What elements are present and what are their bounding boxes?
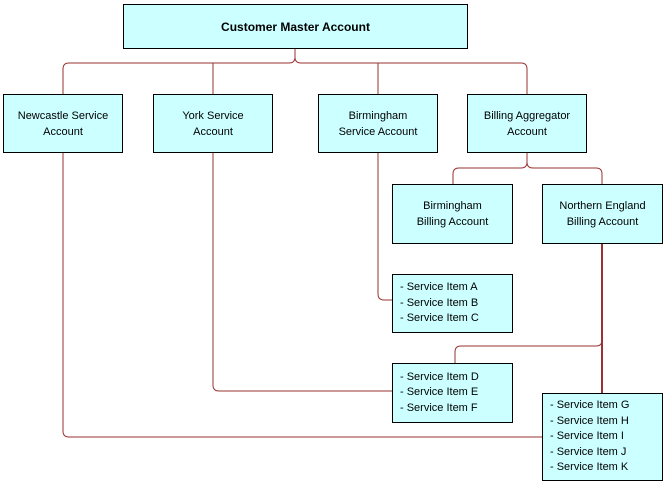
connector-northern-england-to-items-def [454, 339, 603, 363]
service-item: - Service Item A [400, 281, 478, 294]
service-item: - Service Item E [400, 386, 479, 399]
node-label-line: Birmingham [348, 109, 408, 122]
service-item: - Service Item F [400, 401, 478, 414]
service-item: - Service Item D [400, 370, 479, 383]
node-birmingham-service-account: Birmingham Service Account [318, 94, 438, 153]
service-item: - Service Item K [550, 461, 629, 474]
connector-aggregator-to-northern-england-billing [526, 153, 603, 184]
service-item: - Service Item I [550, 430, 624, 443]
service-item: - Service Item J [550, 445, 627, 458]
connector-york-to-items-def [212, 153, 392, 392]
node-label-line: Service Account [338, 125, 418, 138]
node-customer-master-account: Customer Master Account [123, 4, 468, 49]
node-label-line: Billing Account [566, 216, 639, 228]
node-label-line: Account [507, 125, 547, 138]
node-label-line: Birmingham [423, 200, 482, 212]
node-label: Customer Master Account [221, 19, 370, 34]
node-newcastle-service-account: Newcastle Service Account [3, 94, 123, 153]
connector-aggregator-to-birmingham-billing [452, 153, 528, 184]
node-service-items-abc: - Service Item A - Service Item B - Serv… [392, 274, 513, 333]
connector-master-to-billing-aggregator [294, 49, 528, 94]
node-label-line: Account [43, 125, 83, 138]
connector-master-to-newcastle [62, 49, 296, 94]
connector-newcastle-to-items-ghijk [62, 153, 542, 438]
node-label-line: Newcastle Service [17, 109, 109, 122]
service-item: - Service Item G [550, 399, 630, 412]
node-billing-aggregator-account: Billing Aggregator Account [467, 94, 587, 153]
node-label-line: York Service [182, 109, 244, 122]
node-label-line: Billing Account [416, 216, 489, 228]
connector-birmingham-service-to-items-abc [377, 153, 392, 301]
node-label-line: Account [193, 125, 233, 138]
node-label-line: Northern England [559, 200, 646, 212]
service-item: - Service Item C [400, 312, 479, 325]
node-birmingham-billing-account: Birmingham Billing Account [392, 184, 513, 244]
service-item: - Service Item B [400, 296, 479, 309]
service-item: - Service Item H [550, 414, 629, 427]
node-northern-england-billing-account: Northern England Billing Account [542, 184, 663, 244]
node-service-items-ghijk: - Service Item G - Service Item H - Serv… [542, 393, 663, 481]
node-service-items-def: - Service Item D - Service Item E - Serv… [392, 363, 513, 423]
node-york-service-account: York Service Account [153, 94, 273, 153]
node-label-line: Billing Aggregator [483, 109, 571, 122]
